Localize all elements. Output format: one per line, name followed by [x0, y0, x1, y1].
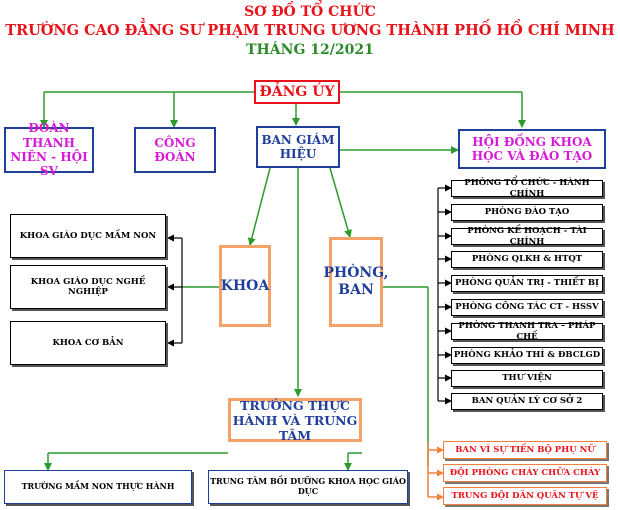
- phong-item: PHÒNG CÔNG TÁC CT - HSSV: [451, 299, 603, 316]
- khoa-box: KHOA: [219, 245, 271, 327]
- doan-thanh-nien-box: ĐOÀN THANH NIÊN - HỘI SV: [4, 121, 94, 178]
- phong-item: PHÒNG QUẢN TRỊ - THIẾT BỊ: [451, 275, 603, 292]
- phong-item: PHÒNG TỔ CHỨC - HÀNH CHÍNH: [451, 178, 603, 199]
- khoa-item-co-ban: KHOA CƠ BẢN: [10, 321, 166, 365]
- hoi-dong-khoa-hoc-box: HỘI ĐỒNG KHOA HỌC VÀ ĐÀO TẠO: [458, 129, 606, 169]
- phong-item: PHÒNG ĐÀO TẠO: [451, 204, 603, 221]
- trung-tam-boi-duong-box: TRUNG TÂM BỒI DƯỠNG KHOA HỌC GIÁO DỤC: [208, 470, 408, 504]
- phong-item: BAN QUẢN LÝ CƠ SỞ 2: [451, 393, 603, 410]
- phong-item: PHÒNG QLKH & HTQT: [451, 251, 603, 268]
- special-unit-item: BAN VÌ SỰ TIẾN BỘ PHỤ NỮ: [443, 441, 607, 459]
- phong-item: PHÒNG KẾ HOẠCH - TÀI CHÍNH: [451, 226, 603, 247]
- phong-item: PHÒNG THANH TRA – PHÁP CHẾ: [451, 321, 603, 342]
- dang-uy-box: ĐẢNG ỦY: [254, 80, 340, 104]
- phong-ban-box: PHÒNG, BAN: [323, 237, 389, 327]
- truong-thuc-hanh-box: TRƯỜNG THỰC HÀNH VÀ TRUNG TÂM: [228, 398, 362, 443]
- phong-item: PHÒNG KHẢO THÍ & ĐBCLGD: [451, 347, 603, 364]
- khoa-item-mam-non: KHOA GIÁO DỤC MẦM NON: [10, 214, 166, 258]
- chart-title: SƠ ĐỒ TỔ CHỨC: [244, 4, 376, 20]
- truong-mam-non-box: TRƯỜNG MẦM NON THỰC HÀNH: [4, 470, 192, 504]
- chart-date: THÁNG 12/2021: [246, 42, 374, 58]
- special-unit-item: ĐỘI PHÒNG CHÁY CHỮA CHÁY: [443, 464, 607, 482]
- special-unit-item: TRUNG ĐỘI DÂN QUÂN TỰ VỆ: [443, 487, 607, 505]
- khoa-item-nghe-nghiep: KHOA GIÁO DỤC NGHỀ NGHIỆP: [10, 265, 166, 309]
- ban-giam-hieu-box: BAN GIÁM HIỆU: [256, 126, 340, 168]
- institution-name: TRƯỜNG CAO ĐẲNG SƯ PHẠM TRUNG ƯƠNG THÀNH…: [5, 22, 615, 39]
- phong-item: THƯ VIỆN: [451, 370, 603, 387]
- cong-doan-box: CÔNG ĐOÀN: [134, 127, 216, 173]
